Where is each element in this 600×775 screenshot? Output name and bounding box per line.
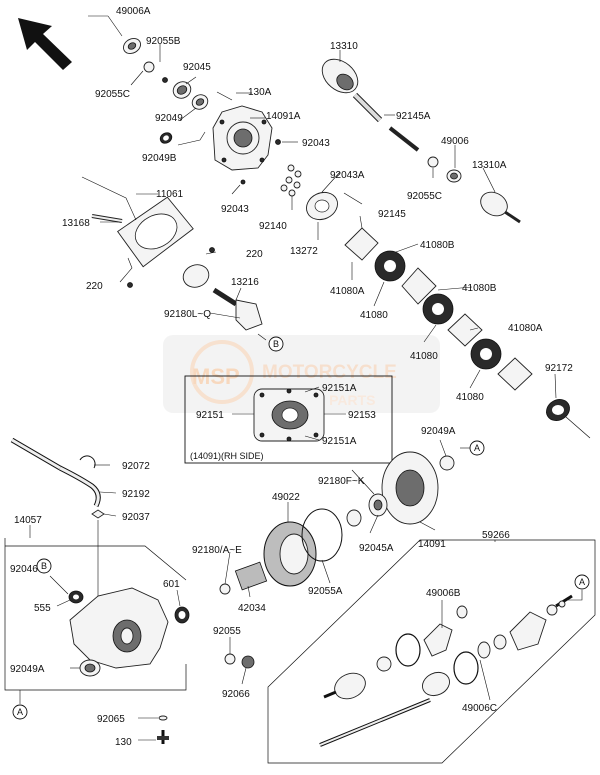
parts-middle <box>174 451 455 624</box>
ref-b-left: B <box>41 561 47 571</box>
ref-circle-a-right <box>469 440 485 456</box>
label-92037: 92037 <box>122 512 150 523</box>
label-13310a: 13310A <box>472 160 507 171</box>
inset-caption: (14091)(RH SIDE) <box>190 451 264 461</box>
leader-lines <box>19 15 583 741</box>
label-92180f-k: 92180F~K <box>318 476 365 487</box>
label-13216: 13216 <box>231 277 259 288</box>
label-92065: 92065 <box>97 714 125 725</box>
label-59266: 59266 <box>482 530 510 541</box>
label-92151: 92151 <box>196 410 224 421</box>
label-49006a: 49006A <box>116 6 151 17</box>
parts-left <box>4 437 255 744</box>
label-13168: 13168 <box>62 218 90 229</box>
label-92180l-q: 92180L~Q <box>164 309 211 320</box>
label-13310: 13310 <box>330 41 358 52</box>
label-41080-2: 41080 <box>410 351 438 362</box>
front-direction-arrow <box>18 18 72 70</box>
label-13272: 13272 <box>290 246 318 257</box>
label-49022: 49022 <box>272 492 300 503</box>
label-92151a-bot: 92151A <box>322 436 357 447</box>
ref-circle-a-left <box>12 704 28 720</box>
parts-top-right <box>182 58 591 439</box>
label-92043-b: 92043 <box>221 204 249 215</box>
label-130a: 130A <box>248 87 272 98</box>
label-92055b: 92055B <box>146 36 181 47</box>
watermark-logo: MSP <box>192 364 240 389</box>
label-41080-3: 41080 <box>456 392 484 403</box>
ref-a-right: A <box>474 443 480 453</box>
label-220-a: 220 <box>246 249 263 260</box>
label-92049b: 92049B <box>142 153 177 164</box>
label-92072: 92072 <box>122 461 150 472</box>
label-11061: 11061 <box>156 189 184 200</box>
label-92045a: 92045A <box>359 543 394 554</box>
ref-circle-b-left <box>36 558 52 574</box>
label-92180-a-e: 92180/A~E <box>192 545 242 556</box>
label-92049a-bot: 92049A <box>10 664 45 675</box>
parts-top-left <box>91 38 302 288</box>
label-49006b: 49006B <box>426 588 461 599</box>
label-92145: 92145 <box>378 209 406 220</box>
label-14091a: 14091A <box>266 111 301 122</box>
label-42034: 42034 <box>238 603 266 614</box>
label-41080a-1: 41080A <box>330 286 365 297</box>
label-92049a-top: 92049A <box>421 426 456 437</box>
label-14057: 14057 <box>14 515 42 526</box>
label-92172: 92172 <box>545 363 573 374</box>
parts-driveshaft-box <box>267 539 596 764</box>
label-92140: 92140 <box>259 221 287 232</box>
ref-circle-a-box <box>574 574 590 590</box>
inset-box <box>184 375 393 464</box>
label-92145a: 92145A <box>396 111 431 122</box>
label-92043a: 92043A <box>330 170 365 181</box>
ref-a-box: A <box>579 577 585 587</box>
label-92192: 92192 <box>122 489 150 500</box>
label-41080-1: 41080 <box>360 310 388 321</box>
ref-circle-b-top <box>268 336 284 352</box>
label-92151a-top: 92151A <box>322 383 357 394</box>
label-92055c-right: 92055C <box>407 191 442 202</box>
ref-a-left: A <box>17 707 23 717</box>
label-92043-a: 92043 <box>302 138 330 149</box>
label-92055a: 92055A <box>308 586 343 597</box>
part-labels: 49006A 92055B 92055C 92045 130A 92049 14… <box>10 6 573 748</box>
watermark: MSP MOTORCYCLE SPARE PARTS <box>163 335 440 413</box>
label-92055c-top: 92055C <box>95 89 130 100</box>
label-49006: 49006 <box>441 136 469 147</box>
label-41080a-2: 41080A <box>508 323 543 334</box>
watermark-line1: MOTORCYCLE <box>262 362 397 383</box>
label-92055: 92055 <box>213 626 241 637</box>
label-41080b-1: 41080B <box>420 240 455 251</box>
label-92066: 92066 <box>222 689 250 700</box>
label-601: 601 <box>163 579 180 590</box>
label-220-b: 220 <box>86 281 103 292</box>
label-92049: 92049 <box>155 113 183 124</box>
ref-circles: B A B A A <box>12 336 590 720</box>
label-49006c: 49006C <box>462 703 497 714</box>
label-130: 130 <box>115 737 132 748</box>
label-92045: 92045 <box>183 62 211 73</box>
label-41080b-2: 41080B <box>462 283 497 294</box>
label-92046: 92046 <box>10 564 38 575</box>
ref-b-top: B <box>273 339 279 349</box>
label-555: 555 <box>34 603 51 614</box>
label-14091: 14091 <box>418 539 446 550</box>
label-92153: 92153 <box>348 410 376 421</box>
